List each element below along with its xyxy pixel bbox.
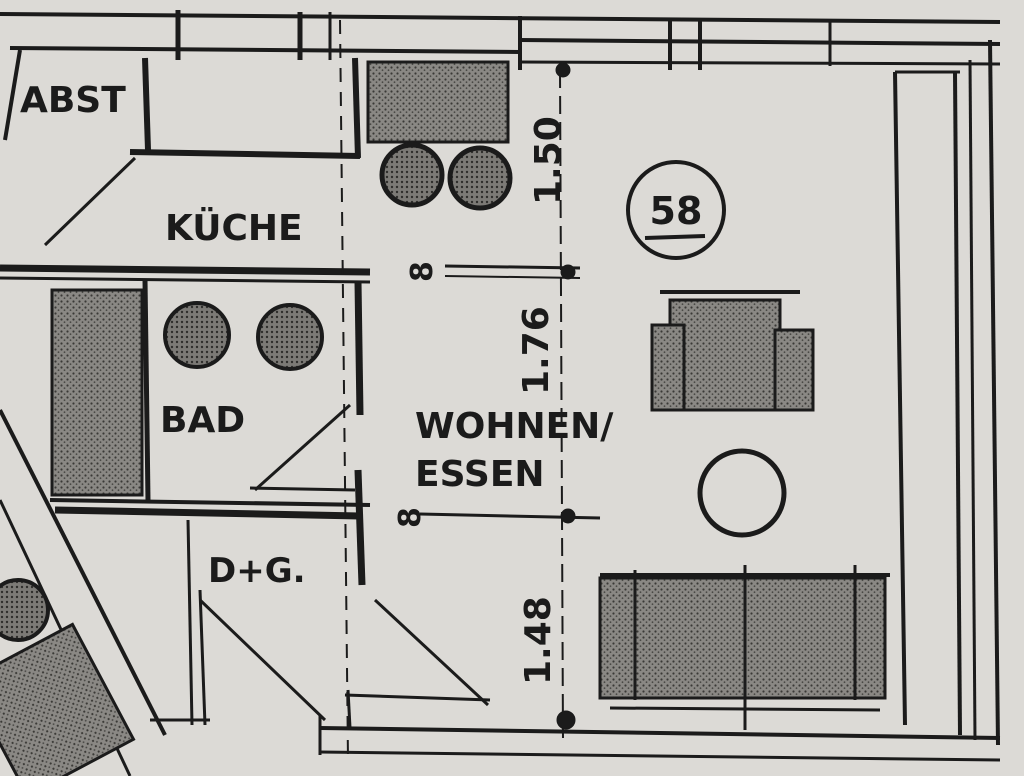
- room-label-dg: D+G.: [208, 551, 306, 591]
- kitchen-counter: [366, 60, 510, 144]
- dimension-upper: 1.50: [528, 116, 569, 205]
- interior-walls: [0, 19, 491, 776]
- dimension-middle: 1.76: [516, 306, 557, 395]
- dimension-marker-top: 8: [405, 261, 440, 282]
- stove-burner-2: [447, 145, 513, 211]
- dimension-lines: [419, 62, 601, 741]
- room-label-bad: BAD: [160, 400, 245, 441]
- bathtub: [50, 288, 144, 497]
- sofa: [598, 576, 887, 700]
- room-label-abst: ABST: [20, 80, 126, 121]
- fixtures: [0, 60, 890, 776]
- sink-fixture: [256, 303, 324, 371]
- unit-number-circle: [626, 160, 726, 260]
- neighbor-fixture: [0, 578, 50, 642]
- armchair: [668, 298, 782, 412]
- unit-number: 58: [650, 189, 703, 233]
- exterior-walls: [0, 10, 1001, 762]
- room-label-essen: ESSEN: [415, 454, 545, 495]
- stove-burner-1: [379, 142, 445, 208]
- toilet-fixture: [163, 301, 231, 369]
- room-label-kueche: KÜCHE: [165, 207, 303, 249]
- room-label-wohnen: WOHNEN/: [415, 406, 614, 447]
- dimension-marker-mid: 8: [393, 507, 428, 528]
- dimension-lower: 1.48: [518, 596, 559, 685]
- dining-table: [697, 448, 787, 538]
- neighbor-tub: [0, 622, 136, 776]
